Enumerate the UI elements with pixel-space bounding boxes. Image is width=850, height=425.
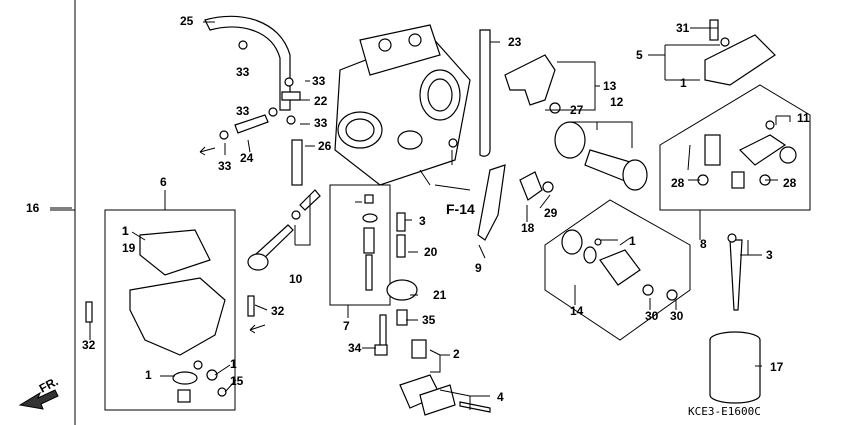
- air-cut-valve-parts: [561, 229, 678, 301]
- float-chamber-group-box: [104, 209, 236, 411]
- callout-29: 29: [544, 206, 558, 220]
- pilot-screw-10: [247, 189, 321, 271]
- screw-27: [549, 102, 561, 114]
- bracket-13: [504, 54, 556, 106]
- callout-35: 35: [422, 313, 436, 327]
- callout-19: 19: [122, 241, 136, 255]
- callout-11: 11: [797, 111, 810, 125]
- callout-18: 18: [521, 221, 535, 235]
- callout-7: 7: [343, 319, 350, 333]
- jet-group-box: [329, 184, 391, 306]
- callout-33: 33: [218, 159, 232, 173]
- vent-tube-25: [204, 15, 291, 111]
- callout-17: 17: [770, 360, 784, 374]
- callout-30: 30: [645, 309, 659, 323]
- callout-21: 21: [433, 288, 447, 302]
- callout-3: 3: [766, 248, 773, 262]
- callout-24: 24: [240, 151, 254, 165]
- callout-f-14: F-14: [446, 201, 475, 217]
- callout-4: 4: [497, 390, 504, 404]
- bracket-4-parts: [399, 374, 491, 416]
- jet-group-parts: [362, 194, 427, 359]
- callout-1: 1: [122, 224, 129, 238]
- callout-14: 14: [570, 304, 584, 318]
- callout-1: 1: [122, 224, 129, 238]
- callout-22: 22: [314, 94, 328, 108]
- tube-24: [234, 114, 269, 134]
- callout-32: 32: [271, 304, 285, 318]
- direction-arrow: [199, 146, 216, 156]
- float-chamber-parts: [85, 229, 255, 403]
- callout-34: 34: [348, 341, 362, 355]
- callout-16: 16: [26, 201, 40, 215]
- screw-29: [542, 181, 554, 193]
- callout-9: 9: [475, 261, 482, 275]
- callout-20: 20: [424, 245, 438, 259]
- callout-33: 33: [236, 65, 250, 79]
- carburetor-body: [334, 24, 471, 186]
- callout-33: 33: [236, 104, 250, 118]
- callout-8: 8: [700, 237, 707, 251]
- callout-6: 6: [160, 175, 167, 189]
- top-cover-5: [704, 19, 776, 86]
- direction-arrow: [249, 324, 266, 334]
- callout-1: 1: [680, 76, 687, 90]
- joint-22: [281, 91, 301, 101]
- vent-tube-23: [479, 29, 491, 157]
- callout-2: 2: [453, 347, 460, 361]
- callout-31: 31: [676, 21, 690, 35]
- throttle-link-parts: [687, 120, 797, 189]
- choke-lever-9: [477, 164, 506, 241]
- callout-3: 3: [419, 214, 426, 228]
- air-cut-valve-box: [544, 199, 691, 341]
- callout-10: 10: [289, 272, 303, 286]
- hose-clips: [219, 37, 737, 246]
- callout-25: 25: [180, 14, 194, 28]
- tube-26: [291, 139, 303, 186]
- jet-needle-3: [729, 239, 743, 311]
- callout-5: 5: [636, 48, 643, 62]
- callout-30: 30: [670, 309, 684, 323]
- callout-33: 33: [314, 116, 328, 130]
- callout-27: 27: [570, 103, 584, 117]
- throttle-link-group-box: [659, 84, 811, 211]
- callout-12: 12: [610, 95, 624, 109]
- callout-26: 26: [318, 139, 332, 153]
- part-18: [519, 171, 543, 201]
- callout-28: 28: [671, 176, 685, 190]
- callout-23: 23: [508, 35, 522, 49]
- cylinder-17: [709, 331, 761, 404]
- figure-code: KCE3-E1600C: [688, 405, 761, 418]
- callout-1: 1: [230, 357, 237, 371]
- callout-1: 1: [145, 368, 152, 382]
- callout-13: 13: [603, 79, 617, 93]
- callout-1: 1: [629, 234, 636, 248]
- assembly-16-bracket: [50, 0, 76, 425]
- throttle-drum-12: [554, 121, 648, 191]
- front-arrow: [18, 389, 59, 410]
- callout-15: 15: [230, 374, 244, 388]
- callout-32: 32: [82, 338, 96, 352]
- callout-28: 28: [783, 176, 797, 190]
- leader-lines: [50, 21, 791, 410]
- callout-33: 33: [312, 74, 326, 88]
